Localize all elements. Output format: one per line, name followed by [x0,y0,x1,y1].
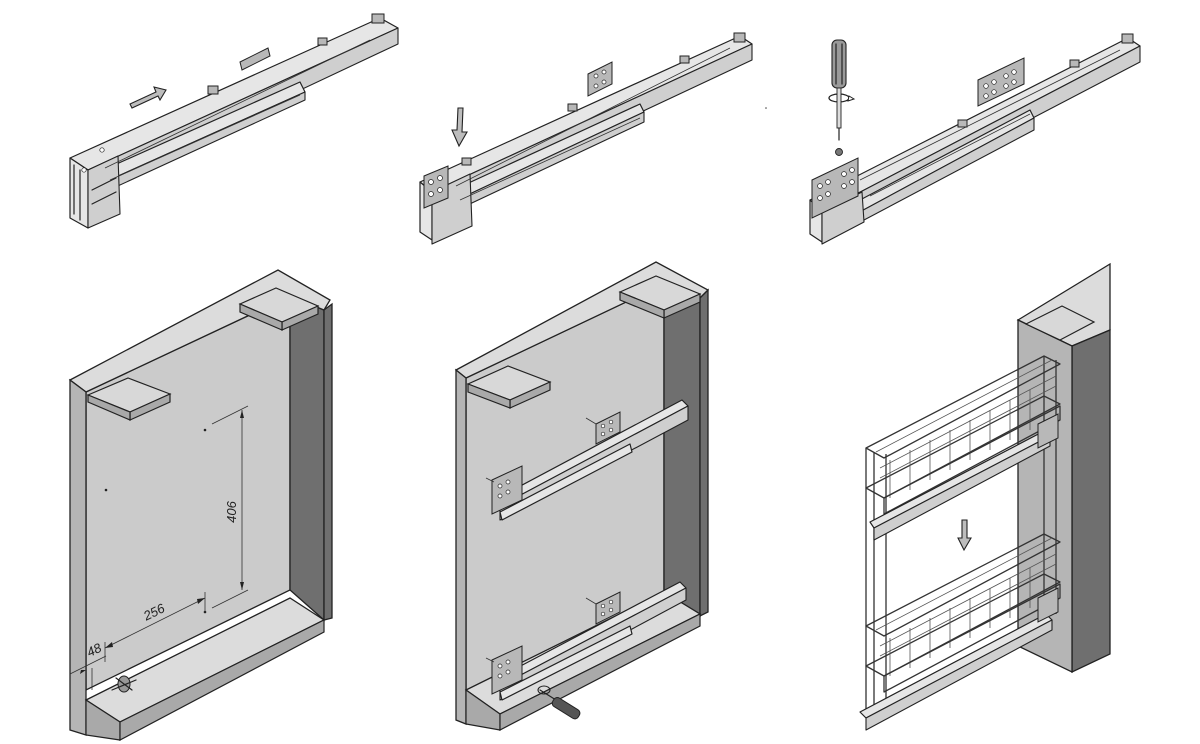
dim-edge-label: 48 [84,640,104,660]
push-arrow-icon [129,86,167,109]
step-4-cabinet: 406 256 48 [68,269,333,741]
screwdriver-icon [828,39,856,156]
step-2-runner [419,32,753,245]
down-arrow-icon [451,107,468,148]
step-3-runner [809,33,1141,245]
edge-dimension: 48 [69,640,107,690]
step-5-cabinet [454,261,710,731]
step-6-basket [859,262,1111,731]
down-arrow-icon [957,519,972,552]
dim-vertical-label: 406 [224,500,239,522]
step-1-runner [69,13,399,229]
fitting-icon [111,675,137,693]
screwdriver-icon [537,685,581,720]
vertical-dimension: 406 [211,405,249,609]
